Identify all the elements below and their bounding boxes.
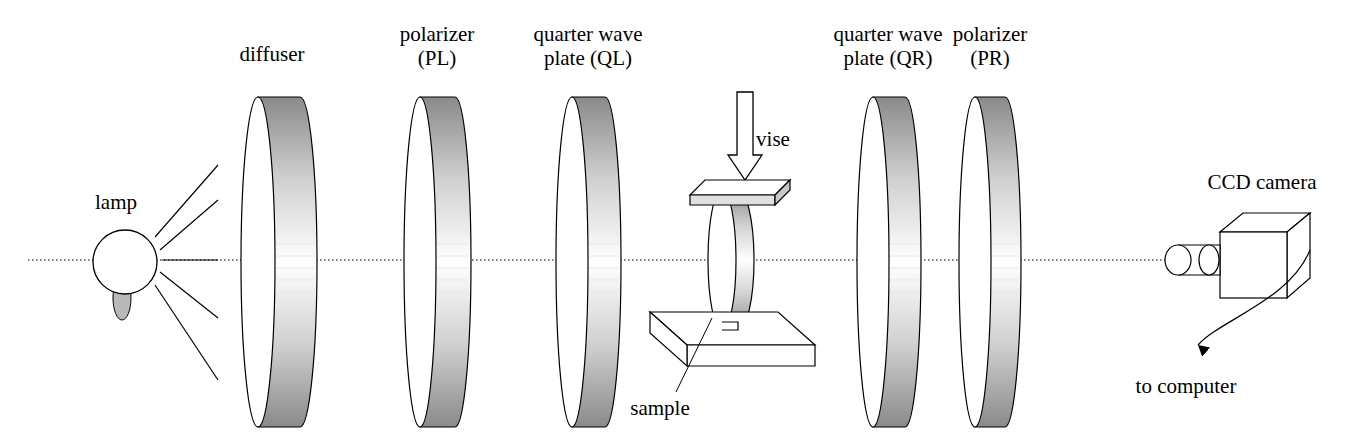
polarizer-plate (404, 97, 471, 427)
plate-face (556, 97, 588, 427)
part-label: vise (743, 127, 803, 151)
rim-streak (588, 268, 619, 269)
part-label: CCD camera (1192, 170, 1332, 194)
rim-streak (991, 232, 1019, 233)
part-label: to computer (1121, 374, 1251, 398)
rim-streak (275, 256, 315, 257)
rim-streak (275, 280, 315, 281)
light-rays (155, 165, 218, 380)
plate-face (241, 97, 275, 427)
rim-streak (275, 232, 315, 233)
plate-face (959, 97, 991, 427)
rim-streak (991, 256, 1019, 257)
lamp (93, 230, 157, 320)
optical-plates (241, 97, 1021, 427)
part-label: quarter wave plate (QL) (518, 22, 658, 70)
rim-streak (588, 292, 619, 293)
quarter-wave-plate (556, 97, 621, 427)
rim-streak (436, 244, 469, 245)
rim-streak (275, 268, 315, 269)
rim-streak (991, 280, 1019, 281)
cable (1198, 250, 1310, 345)
plate-face (404, 97, 436, 427)
part-label: sample (615, 396, 705, 420)
quarter-wave-plate (857, 97, 921, 427)
rim-streak (436, 292, 469, 293)
rim-streak (889, 268, 919, 269)
part-label: polarizer (PR) (940, 22, 1040, 70)
rim-streak (889, 292, 919, 293)
rim-streak (889, 244, 919, 245)
leader-line (676, 318, 712, 392)
rim-streak (436, 280, 469, 281)
part-label: quarter wave plate (QR) (818, 22, 958, 70)
rim-streak (588, 256, 619, 257)
rim-streak (436, 256, 469, 257)
rim-streak (436, 268, 469, 269)
vise-block (690, 180, 790, 205)
rim-streak (588, 232, 619, 233)
vise-base (650, 312, 815, 366)
part-label: polarizer (PL) (387, 22, 487, 70)
ccd-camera (1165, 213, 1310, 298)
rim-streak (588, 280, 619, 281)
diffuser-plate (241, 97, 317, 427)
plate-face (857, 97, 889, 427)
part-label: diffuser (217, 42, 327, 66)
rim-streak (889, 280, 919, 281)
rim-streak (275, 244, 315, 245)
rim-streak (436, 232, 469, 233)
polarizer-plate (959, 97, 1021, 427)
rim-streak (275, 292, 315, 293)
sample-disk (708, 190, 754, 330)
rim-streak (991, 244, 1019, 245)
part-label: lamp (81, 190, 151, 214)
rim-streak (889, 256, 919, 257)
rim-streak (991, 292, 1019, 293)
rim-streak (991, 268, 1019, 269)
rim-streak (889, 232, 919, 233)
rim-streak (588, 244, 619, 245)
